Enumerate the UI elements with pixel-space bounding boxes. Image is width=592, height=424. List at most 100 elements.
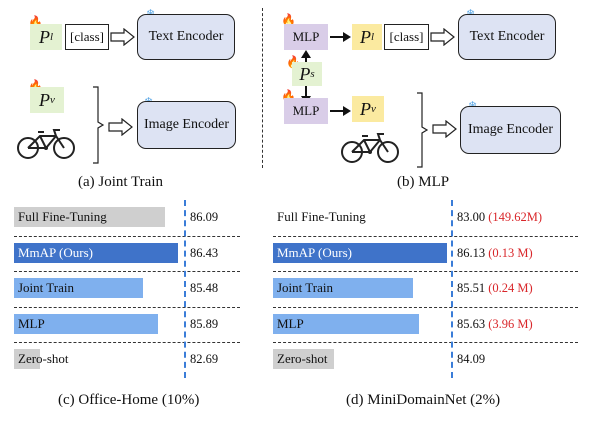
arrow-icon xyxy=(330,32,351,42)
row-separator xyxy=(14,235,240,237)
prompt-v-symbol: P xyxy=(360,98,372,119)
bicycle-icon xyxy=(341,133,399,163)
category-label: Full Fine-Tuning xyxy=(277,209,366,224)
category-label: MmAP (Ours) xyxy=(18,244,93,260)
bar-full-fine-tuning xyxy=(14,207,166,227)
value-number: 82.69 xyxy=(190,352,219,366)
value-label: 85.63 (3.96 M) xyxy=(457,317,533,332)
prompt-l-symbol: P xyxy=(38,26,50,47)
bar-zero-shot xyxy=(273,349,334,369)
value-number: 85.63 xyxy=(457,316,486,331)
value-label: 85.89 xyxy=(190,317,218,332)
category-label: MLP xyxy=(277,315,304,331)
value-number: 85.51 xyxy=(457,281,486,295)
category-label: Zero-shot xyxy=(277,351,328,366)
prompt-l-subscript: l xyxy=(370,31,375,43)
bracket-icon xyxy=(417,92,429,168)
prompt-v-symbol: P xyxy=(39,89,51,110)
category-label: MmAP (Ours) xyxy=(277,244,352,260)
value-label: 86.13 (0.13 M) xyxy=(457,246,533,261)
bar-mlp xyxy=(273,313,420,334)
prompt-s-subscript: s xyxy=(310,68,315,80)
caption-office-home: (c) Office-Home (10%) xyxy=(58,392,200,408)
bracket-icon xyxy=(93,86,105,164)
arrow-icon xyxy=(108,118,133,136)
class-token-label: [class] xyxy=(70,29,104,44)
bicycle-icon xyxy=(17,129,75,159)
prompt-s-symbol: P xyxy=(299,63,311,84)
param-count-label: (3.96 M) xyxy=(485,316,533,331)
value-number: 86.43 xyxy=(190,245,219,260)
class-token-label: [class] xyxy=(389,29,424,44)
image-encoder: Image Encoder xyxy=(137,101,236,149)
arrow-icon xyxy=(330,106,351,116)
text-encoder: Text Encoder xyxy=(137,14,235,60)
reference-line xyxy=(184,200,186,378)
category-label: Joint Train xyxy=(277,280,333,295)
value-label: 86.43 xyxy=(190,246,218,261)
param-count-label: (0.13 M) xyxy=(485,245,533,260)
row-separator xyxy=(273,235,578,237)
text-encoder-label: Text Encoder xyxy=(469,29,545,44)
arrow-icon xyxy=(432,120,457,138)
category-label: MLP xyxy=(18,315,45,331)
value-number: 83.00 xyxy=(457,210,486,224)
param-count-label: (0.24 M) xyxy=(485,281,533,295)
category-label: Joint Train xyxy=(18,280,74,295)
image-encoder: Image Encoder xyxy=(460,106,561,154)
value-label: 86.09 xyxy=(190,210,218,225)
bar-joint-train xyxy=(14,278,143,298)
value-number: 86.13 xyxy=(457,245,486,260)
panel-divider xyxy=(262,8,263,168)
row-separator xyxy=(273,342,578,343)
prompt-v-subscript: v xyxy=(371,103,376,115)
value-number: 85.89 xyxy=(190,316,219,331)
value-label: 82.69 xyxy=(190,352,218,367)
arrow-icon xyxy=(430,28,455,46)
bar-zero-shot xyxy=(14,349,40,369)
row-separator xyxy=(14,342,240,343)
class-token-box: [class] xyxy=(65,24,109,50)
row-separator xyxy=(14,306,240,308)
param-count-label: (149.62M) xyxy=(485,210,543,224)
chart-minidomainnet: Full Fine-Tuning 83.00 (149.62M) MmAP (Our… xyxy=(273,200,578,378)
image-encoder-label: Image Encoder xyxy=(467,122,554,137)
bar-mmap-ours xyxy=(273,242,448,263)
value-number: 86.09 xyxy=(190,210,219,224)
caption-joint-train: (a) Joint Train xyxy=(78,174,164,190)
mlp-bottom-label: MLP xyxy=(292,103,320,118)
value-label: 83.00 (149.62M) xyxy=(457,210,542,225)
mlp-top-box: MLP xyxy=(284,24,328,50)
value-number: 85.48 xyxy=(190,281,219,295)
caption-minidomainnet: (d) MiniDomainNet (2%) xyxy=(346,392,501,408)
row-separator xyxy=(273,271,578,272)
fire-icon: 🔥 xyxy=(281,13,296,27)
bar-mmap-ours xyxy=(14,242,178,263)
prompt-v-subscript: v xyxy=(50,94,55,106)
category-label: Full Fine-Tuning xyxy=(18,209,107,224)
arrow-icon xyxy=(110,28,135,46)
caption-mlp: (b) MLP xyxy=(397,174,450,190)
value-number: 84.09 xyxy=(457,352,486,366)
bar-joint-train xyxy=(273,278,413,298)
text-encoder: Text Encoder xyxy=(458,14,556,60)
category-label: Zero-shot xyxy=(18,351,69,366)
prompt-l-subscript: l xyxy=(49,31,54,43)
row-separator xyxy=(14,271,240,272)
value-label: 85.51 (0.24 M) xyxy=(457,281,533,296)
value-label: 85.48 xyxy=(190,281,218,296)
bar-mlp xyxy=(14,313,158,334)
prompt-l-symbol: P xyxy=(359,26,371,47)
row-separator xyxy=(273,306,578,308)
class-token-box: [class] xyxy=(384,24,429,50)
text-encoder-label: Text Encoder xyxy=(148,29,224,44)
reference-line xyxy=(451,200,453,378)
mlp-top-label: MLP xyxy=(292,29,320,44)
image-encoder-label: Image Encoder xyxy=(143,117,230,132)
